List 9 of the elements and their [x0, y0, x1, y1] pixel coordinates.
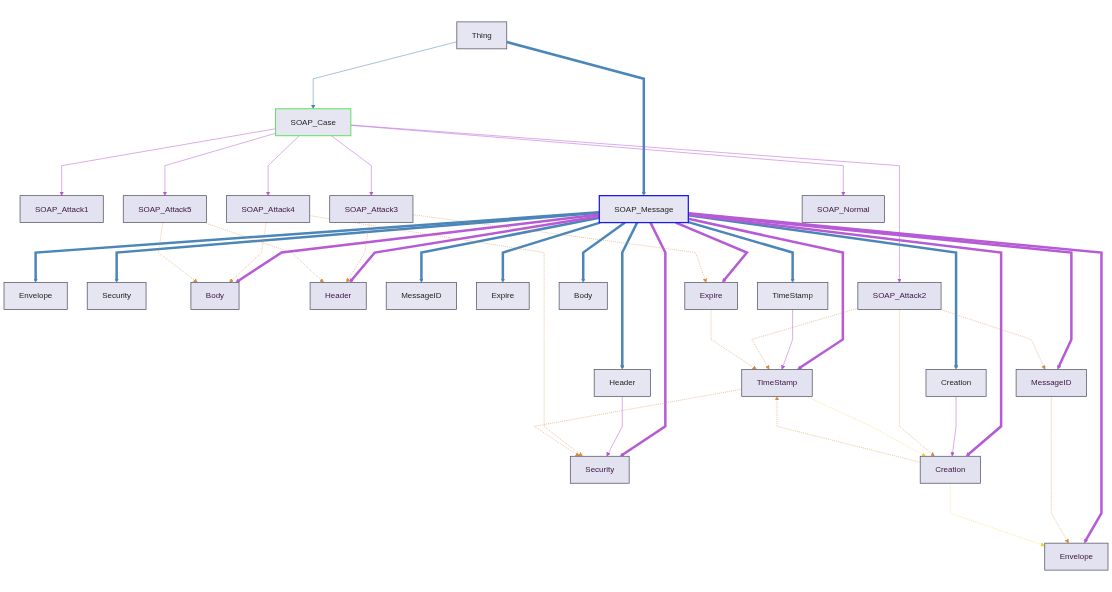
- arrow: [419, 216, 600, 283]
- arrow: [500, 221, 601, 283]
- arrow: [581, 221, 626, 283]
- arrow: [349, 215, 600, 283]
- arrow: [620, 222, 639, 370]
- arrow: [675, 221, 749, 283]
- arrow: [619, 222, 667, 457]
- arrow: [506, 40, 646, 196]
- arrow: [687, 220, 795, 283]
